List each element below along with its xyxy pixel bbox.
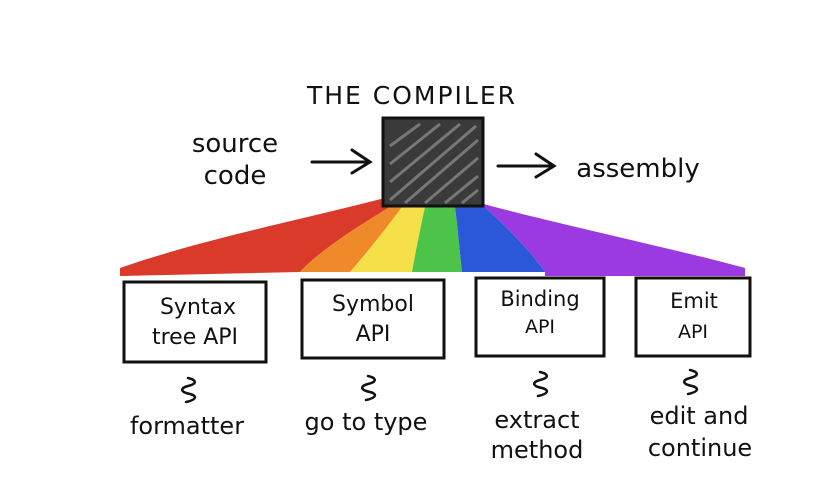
squiggle-syntax — [181, 376, 197, 404]
squiggle-symbol — [361, 374, 377, 402]
api-box-syntax: Syntax tree API — [122, 280, 268, 364]
input-arrow — [310, 148, 373, 175]
rainbow-blue-band — [455, 203, 545, 272]
api-label-line2: API — [525, 316, 555, 338]
example-emit-line1: edit and — [650, 402, 749, 430]
squiggle-emit — [683, 368, 699, 396]
api-label-line2: API — [678, 321, 708, 343]
api-label-line1: Symbol — [332, 292, 414, 317]
api-box-emit: Emit API — [634, 276, 752, 358]
rainbow-green-band — [412, 207, 462, 272]
api-box-binding: Binding API — [474, 276, 606, 358]
output-arrow — [496, 152, 557, 179]
example-binding-line1: extract — [494, 406, 579, 434]
api-label-line1: Emit — [670, 289, 718, 313]
output-label: assembly — [576, 154, 699, 184]
api-label-line2: API — [356, 322, 391, 347]
squiggle-binding — [533, 370, 549, 398]
api-box-symbol: Symbol API — [300, 278, 446, 360]
api-label-line2: tree API — [152, 325, 238, 350]
compiler-title: THE COMPILER — [306, 81, 517, 110]
rainbow-purple-band — [480, 203, 745, 276]
rainbow-yellow-band — [350, 207, 425, 272]
source-label-line1: source — [192, 129, 278, 159]
source-label-line2: code — [204, 161, 267, 191]
rainbow-orange-band — [300, 207, 402, 272]
rainbow-fan — [120, 198, 745, 276]
example-emit-line2: continue — [648, 434, 752, 462]
example-binding-line2: method — [491, 436, 584, 464]
squiggle-connectors — [181, 368, 699, 404]
rainbow-red-band — [120, 198, 390, 276]
example-symbol: go to type — [305, 408, 428, 436]
api-label-line1: Syntax — [160, 295, 236, 320]
example-syntax: formatter — [130, 412, 244, 440]
compiler-box — [381, 116, 485, 208]
api-label-line1: Binding — [500, 287, 579, 311]
